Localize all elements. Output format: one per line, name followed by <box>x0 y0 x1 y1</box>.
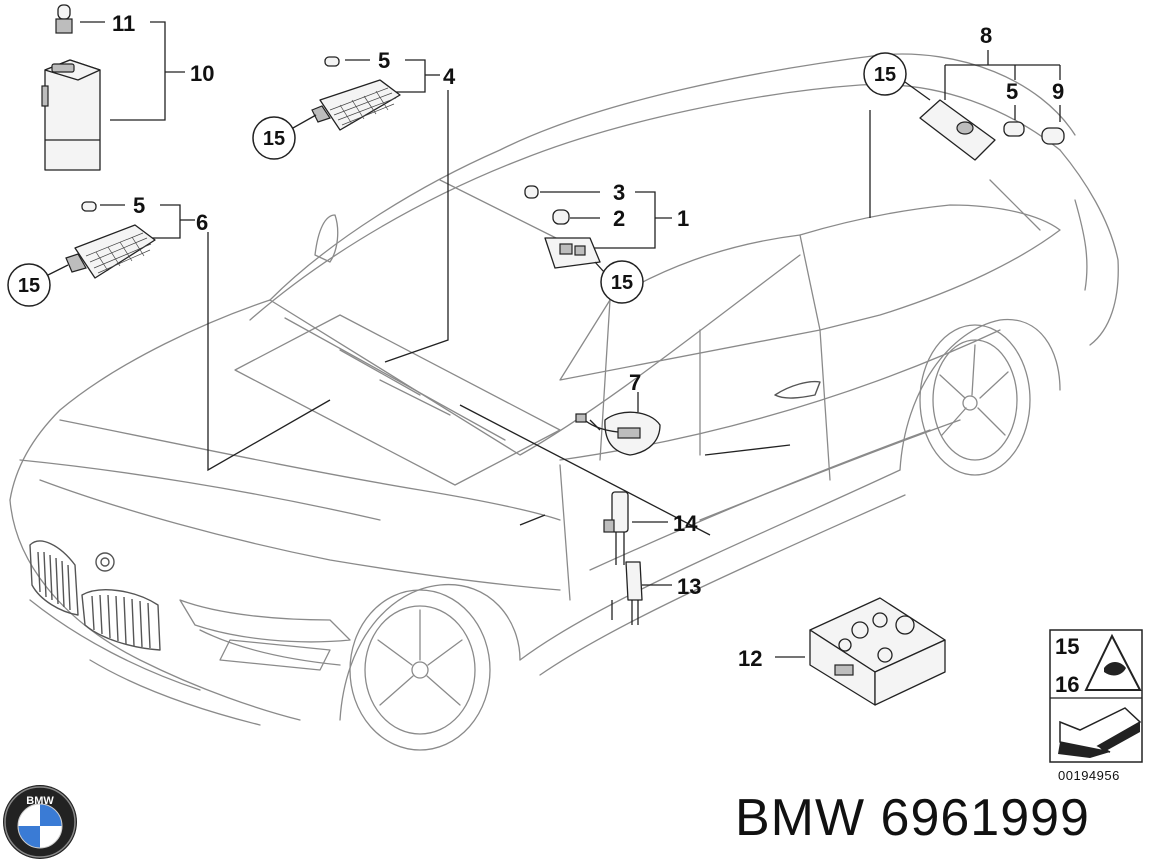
svg-text:15: 15 <box>18 275 40 297</box>
bulb-part-9 <box>1041 127 1065 145</box>
interior-guides <box>234 314 561 486</box>
svg-text:15: 15 <box>611 272 633 294</box>
bulb-part-11 <box>55 4 73 34</box>
lamp-holder-part-14 <box>603 491 629 565</box>
circled-15-d: 15 <box>594 260 644 304</box>
callout-5-right: 5 <box>1006 79 1018 104</box>
bulb-part-5-c <box>1003 121 1025 137</box>
svg-text:15: 15 <box>874 64 896 86</box>
legend-16: 16 <box>1055 672 1079 697</box>
callout-5-left: 5 <box>133 193 145 218</box>
circled-15-b: 15 <box>252 114 317 160</box>
legend-box: 15 16 <box>1049 629 1143 763</box>
flashlight-part-10 <box>41 59 101 171</box>
callout-8: 8 <box>980 23 992 48</box>
legend-15: 15 <box>1055 634 1079 659</box>
callout-3: 3 <box>613 180 625 205</box>
bulb-part-5-a <box>324 56 340 67</box>
callout-numbers: 11 10 5 4 5 6 3 2 1 8 5 9 7 14 13 12 <box>112 11 1064 671</box>
callout-13: 13 <box>677 574 701 599</box>
brand-part-number: BMW 6961999 <box>735 789 1090 847</box>
recycle-icon <box>1084 633 1142 691</box>
lamp-part-7 <box>575 411 661 456</box>
callout-2: 2 <box>613 206 625 231</box>
circled-15-c: 15 <box>7 263 69 307</box>
callout-7: 7 <box>629 370 641 395</box>
callout-5-top: 5 <box>378 48 390 73</box>
bulb-part-13 <box>625 561 643 625</box>
grille-slats <box>37 551 151 649</box>
callout-1: 1 <box>677 206 689 231</box>
callout-9: 9 <box>1052 79 1064 104</box>
callout-4: 4 <box>443 64 456 89</box>
bmw-logo: BMW <box>3 785 77 859</box>
circled-15-a: 15 <box>863 52 931 101</box>
callout-12: 12 <box>738 646 762 671</box>
callout-14: 14 <box>673 511 698 536</box>
callout-10: 10 <box>190 61 214 86</box>
lamp-part-8 <box>919 99 996 161</box>
svg-text:15: 15 <box>263 128 285 150</box>
callout-11: 11 <box>112 11 135 36</box>
logo-lettering: BMW <box>26 795 54 807</box>
bulb-part-3 <box>524 185 539 199</box>
car-outline <box>9 53 1119 751</box>
lamp-part-1 <box>544 237 601 269</box>
reference-code: 00194956 <box>1058 768 1120 783</box>
bulb-part-2 <box>552 209 570 225</box>
callout-6: 6 <box>196 210 208 235</box>
lamp-part-6 <box>65 224 156 279</box>
bulb-kit-part-12 <box>809 597 946 706</box>
lead-lines <box>80 21 1061 658</box>
bulb-part-5-b <box>81 201 97 212</box>
arrow-icon <box>1058 707 1142 758</box>
lamp-part-4 <box>311 79 401 131</box>
